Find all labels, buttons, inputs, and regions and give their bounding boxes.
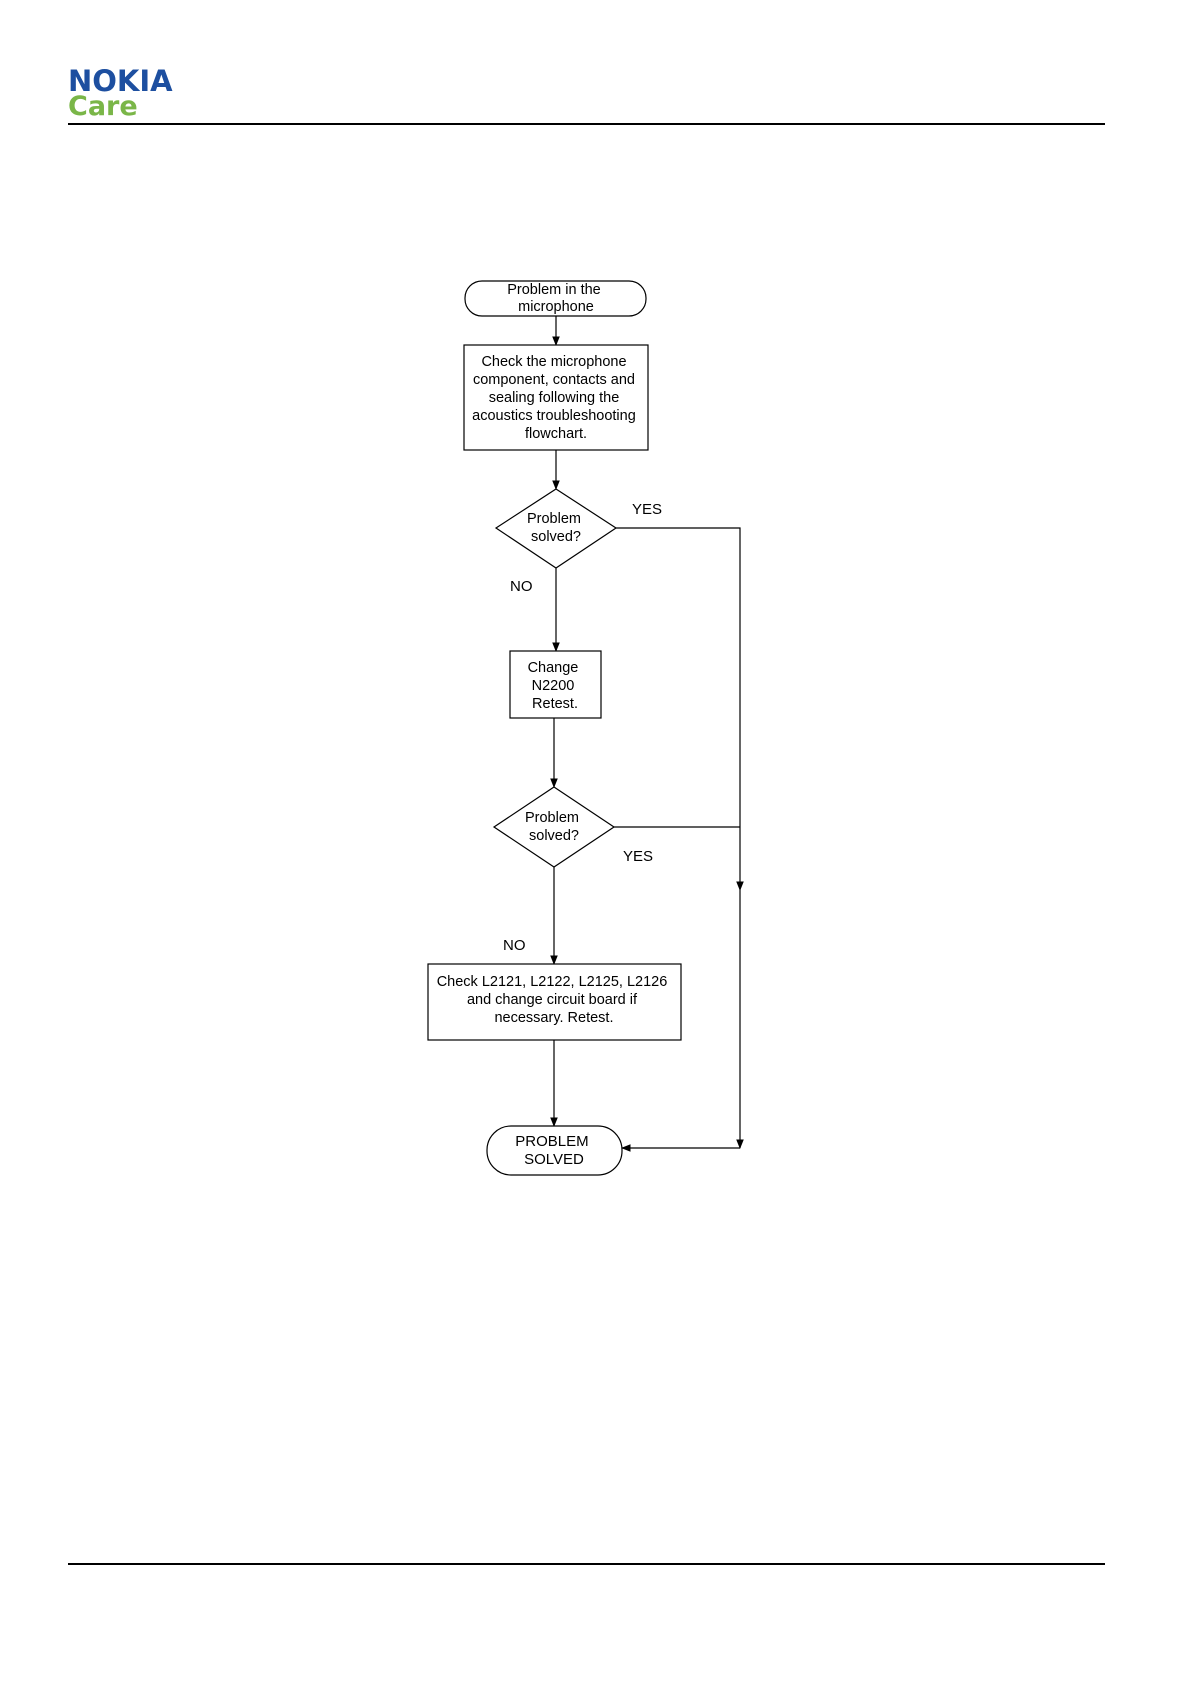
decision-1-line: Problem: [527, 511, 581, 527]
nokia-logo: NOKIA: [68, 64, 173, 98]
decision-2-line: Problem: [525, 810, 579, 826]
check-microphone-line: Check the microphone: [481, 354, 626, 370]
end-node-line: SOLVED: [524, 1151, 584, 1168]
change-n2200-line: Retest.: [532, 696, 578, 712]
start-node-line: microphone: [518, 299, 594, 315]
check-microphone-node: Check the microphone component, contacts…: [463, 344, 649, 451]
change-n2200-node: Change N2200 Retest.: [509, 650, 602, 719]
change-n2200-line: Change: [528, 660, 579, 676]
check-microphone-line: component, contacts and: [473, 372, 635, 388]
check-inductors-node: Check L2121, L2122, L2125, L2126 and cha…: [427, 963, 682, 1041]
decision-1-yes-label: YES: [632, 501, 662, 518]
footer-divider: [68, 1563, 1105, 1565]
check-inductors-line: necessary. Retest.: [494, 1010, 613, 1026]
change-n2200-line: N2200: [532, 678, 575, 694]
change-n2200-text: Change N2200 Retest.: [528, 660, 583, 712]
check-inductors-line: Check L2121, L2122, L2125, L2126: [437, 974, 668, 990]
care-logo: Care: [68, 91, 138, 122]
start-node: Problem in the microphone: [464, 280, 647, 317]
check-microphone-text: Check the microphone component, contacts…: [472, 354, 640, 442]
header-divider: [68, 123, 1105, 125]
check-microphone-line: flowchart.: [525, 426, 587, 442]
start-node-text: Problem in the microphone: [507, 282, 605, 315]
decision-2-line: solved?: [529, 828, 579, 844]
check-microphone-line: sealing following the: [489, 390, 620, 406]
end-node-line: PROBLEM: [515, 1133, 588, 1150]
decision-2-yes-label: YES: [623, 848, 653, 865]
start-node-line: Problem in the: [507, 282, 601, 298]
decision-2-node: Problem solved?: [492, 786, 616, 868]
end-node-text: PROBLEM SOLVED: [515, 1133, 593, 1168]
yes-connector: [616, 527, 744, 891]
decision-2-no-label: NO: [503, 937, 526, 954]
decision-1-text: Problem solved?: [527, 511, 585, 545]
decision-1-node: Problem solved?: [494, 488, 618, 569]
check-microphone-line: acoustics troubleshooting: [472, 408, 636, 424]
check-inductors-line: and change circuit board if: [467, 992, 638, 1008]
check-inductors-text: Check L2121, L2122, L2125, L2126 and cha…: [437, 974, 672, 1026]
decision-2-text: Problem solved?: [525, 810, 583, 844]
end-node: PROBLEM SOLVED: [486, 1125, 623, 1176]
decision-1-line: solved?: [531, 529, 581, 545]
decision-1-no-label: NO: [510, 578, 533, 595]
